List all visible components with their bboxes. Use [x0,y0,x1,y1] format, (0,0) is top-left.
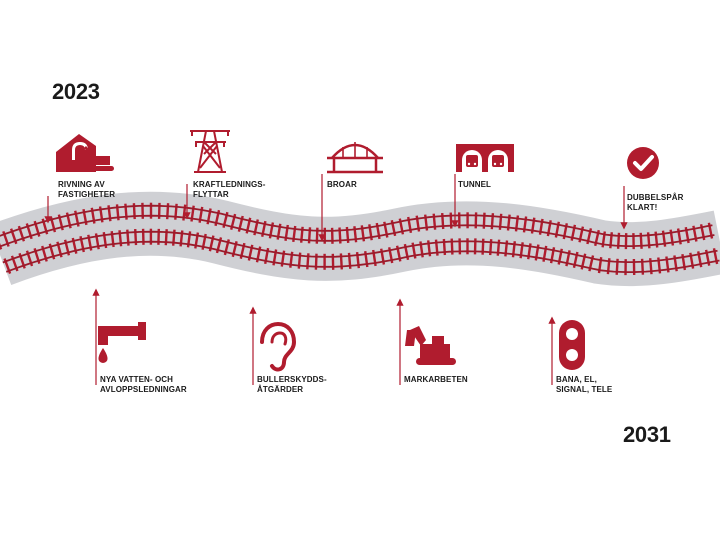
rail [2,230,718,264]
rails [0,204,720,273]
tunnel-icon [456,144,514,172]
end-year: 2031 [623,422,671,447]
bridge-icon [327,142,383,174]
ear-icon [260,321,297,372]
excavator-icon [405,326,456,365]
start-year: 2023 [52,79,100,104]
traffic-signal-icon [559,320,585,370]
rail [5,240,720,273]
rail [0,204,713,237]
demolition-icon [56,134,114,172]
track-band [0,191,720,287]
checkmark-icon [627,147,659,179]
water-tap-icon [98,322,146,363]
milestone-label-power-lines: KRAFTLEDNINGS- FLYTTAR [193,180,266,199]
milestone-label-noise-protection: BULLERSKYDDS- ÅTGÄRDER [257,375,327,394]
milestone-label-tunnel: TUNNEL [458,180,492,189]
milestone-label-demolition: RIVNING AV FASTIGHETER [58,180,116,199]
milestone-label-double-track-done: DUBBELSPÅR KLART! [627,193,684,212]
rail [0,214,715,248]
power-pylon-icon [190,130,230,173]
milestone-label-water-sewer: NYA VATTEN- OCH AVLOPPSLEDNINGAR [100,375,187,394]
milestone-label-bridges: BROAR [327,180,357,189]
milestone-label-groundwork: MARKARBETEN [404,375,468,384]
milestone-label-rail-power-signal: BANA, EL, SIGNAL, TELE [556,375,613,394]
